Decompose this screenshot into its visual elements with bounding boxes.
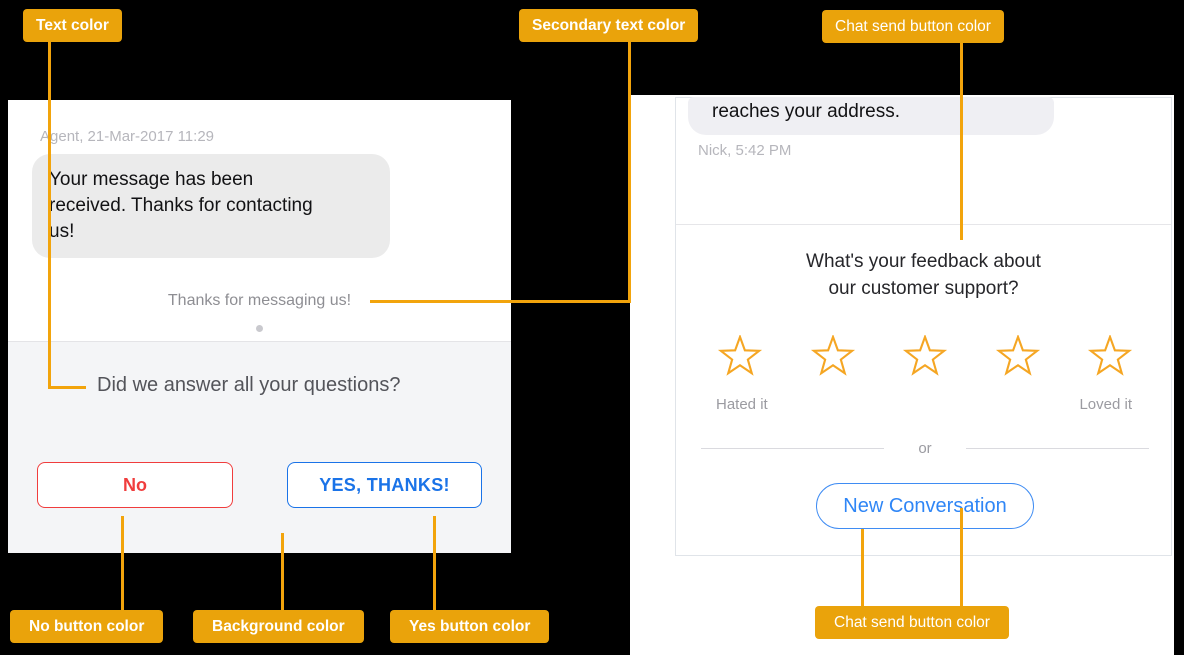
no-button-label: No [123,474,147,495]
star-icon[interactable] [995,335,1041,379]
visitor-message-bubble: reaches your address. [688,97,1054,135]
visitor-timestamp: Nick, 5:42 PM [698,142,792,159]
annotation-yes-button-color: Yes button color [390,610,550,643]
status-dot-icon [256,325,263,332]
survey-question: Did we answer all your questions? [97,374,401,396]
callout-line-text-color [48,42,51,389]
or-divider: or [701,439,1149,457]
rating-high-label: Loved it [1079,396,1132,413]
message-line: reaches your address. [712,101,900,122]
star-icon[interactable] [810,335,856,379]
system-note: Thanks for messaging us! [167,292,352,309]
callout-line-chat-send-bottom [861,529,864,607]
callout-line-chat-send-top [960,41,963,240]
feedback-question-line: our customer support? [828,278,1019,299]
callout-line-background [281,533,284,611]
callout-line-text-color [48,386,86,389]
annotation-no-button-color: No button color [10,610,164,643]
annotation-chat-send-button-color-bottom: Chat send button color [815,606,1009,639]
new-conversation-button[interactable]: New Conversation [816,483,1034,529]
survey-footer [8,341,511,553]
chat-window-left: Agent, 21-Mar-2017 11:29 Your message ha… [8,100,511,553]
section-divider [676,224,1171,225]
chat-window-right: reaches your address. Nick, 5:42 PM What… [675,97,1172,556]
feedback-question-line: What's your feedback about [806,251,1041,272]
or-label: or [918,439,932,457]
annotation-background-color: Background color [193,610,364,643]
star-icon[interactable] [902,335,948,379]
new-conversation-label: New Conversation [843,494,1007,517]
annotation-secondary-text-color: Secondary text color [519,9,699,42]
feedback-question: What's your feedback about our customer … [676,248,1171,302]
message-line: Your message has been [49,169,254,190]
yes-thanks-button-label: YES, THANKS! [319,474,450,495]
agent-timestamp: Agent, 21-Mar-2017 11:29 [40,128,215,145]
callout-line-yes-button [433,516,436,611]
callout-line-chat-send-bottom [960,508,963,607]
no-button[interactable]: No [37,462,233,508]
divider-line [701,447,884,449]
star-icon[interactable] [1087,335,1133,379]
agent-message-bubble: Your message has been received. Thanks f… [32,154,390,258]
divider-line [966,447,1149,449]
yes-thanks-button[interactable]: YES, THANKS! [287,462,482,508]
callout-line-secondary-text [628,42,631,303]
star-rating [717,335,1133,379]
star-icon[interactable] [717,335,763,379]
message-line: us! [49,221,75,242]
annotation-chat-send-button-color-top: Chat send button color [822,10,1004,43]
message-line: received. Thanks for contacting [49,195,313,216]
rating-low-label: Hated it [716,396,768,413]
annotation-text-color: Text color [23,9,122,42]
callout-line-no-button [121,516,124,611]
callout-line-secondary-text [370,300,631,303]
